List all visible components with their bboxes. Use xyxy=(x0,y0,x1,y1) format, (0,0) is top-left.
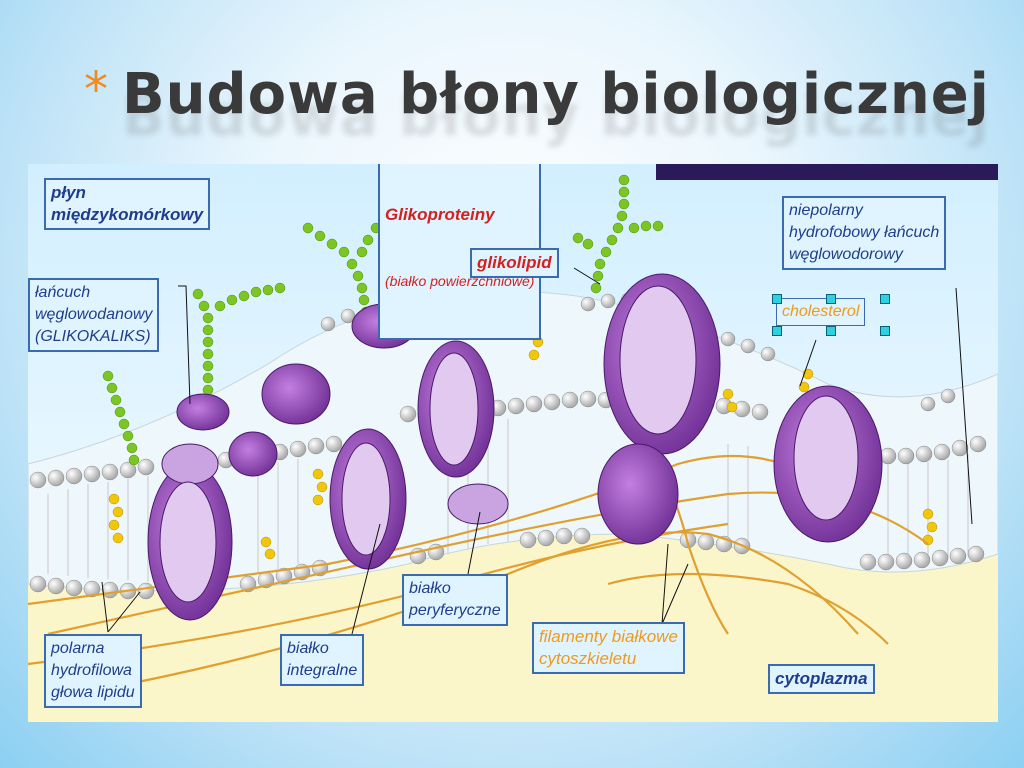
label-glycoproteins: Glikoproteiny (białko powierzchniowe) xyxy=(378,164,542,340)
label-nonpolar-chain: niepolarny hydrofobowy łańcuch węglowodo… xyxy=(782,196,947,270)
selection-handle[interactable] xyxy=(826,326,836,336)
selection-handle[interactable] xyxy=(826,294,836,304)
label-polar-head: polarna hydrofilowa głowa lipidu xyxy=(44,634,142,708)
selection-handle[interactable] xyxy=(772,326,782,336)
selection-handle[interactable] xyxy=(880,294,890,304)
label-integral-protein: białko integralne xyxy=(280,634,365,686)
label-peripheral-protein: białko peryferyczne xyxy=(402,574,508,626)
selection-handle[interactable] xyxy=(880,326,890,336)
slide-title: Budowa błony biologicznej xyxy=(122,62,990,127)
label-carbohydrate-chain: łańcuch węglowodanowy (GLIKOKALIKS) xyxy=(28,278,160,352)
label-cytoskeleton-filaments: filamenty białkowe cytoszkieletu xyxy=(532,622,685,674)
selection-handle[interactable] xyxy=(772,294,782,304)
membrane-diagram: płyn międzykomórkowy Glikoproteiny (biał… xyxy=(28,164,998,722)
title-bullet: * xyxy=(84,62,108,118)
label-extracellular-fluid: płyn międzykomórkowy xyxy=(44,178,211,230)
label-cytoplasm: cytoplazma xyxy=(768,664,875,694)
label-glycoproteins-title: Glikoproteiny xyxy=(385,205,495,224)
label-cholesterol[interactable]: cholesterol xyxy=(776,298,866,326)
label-glycolipid: glikolipid xyxy=(470,248,559,278)
